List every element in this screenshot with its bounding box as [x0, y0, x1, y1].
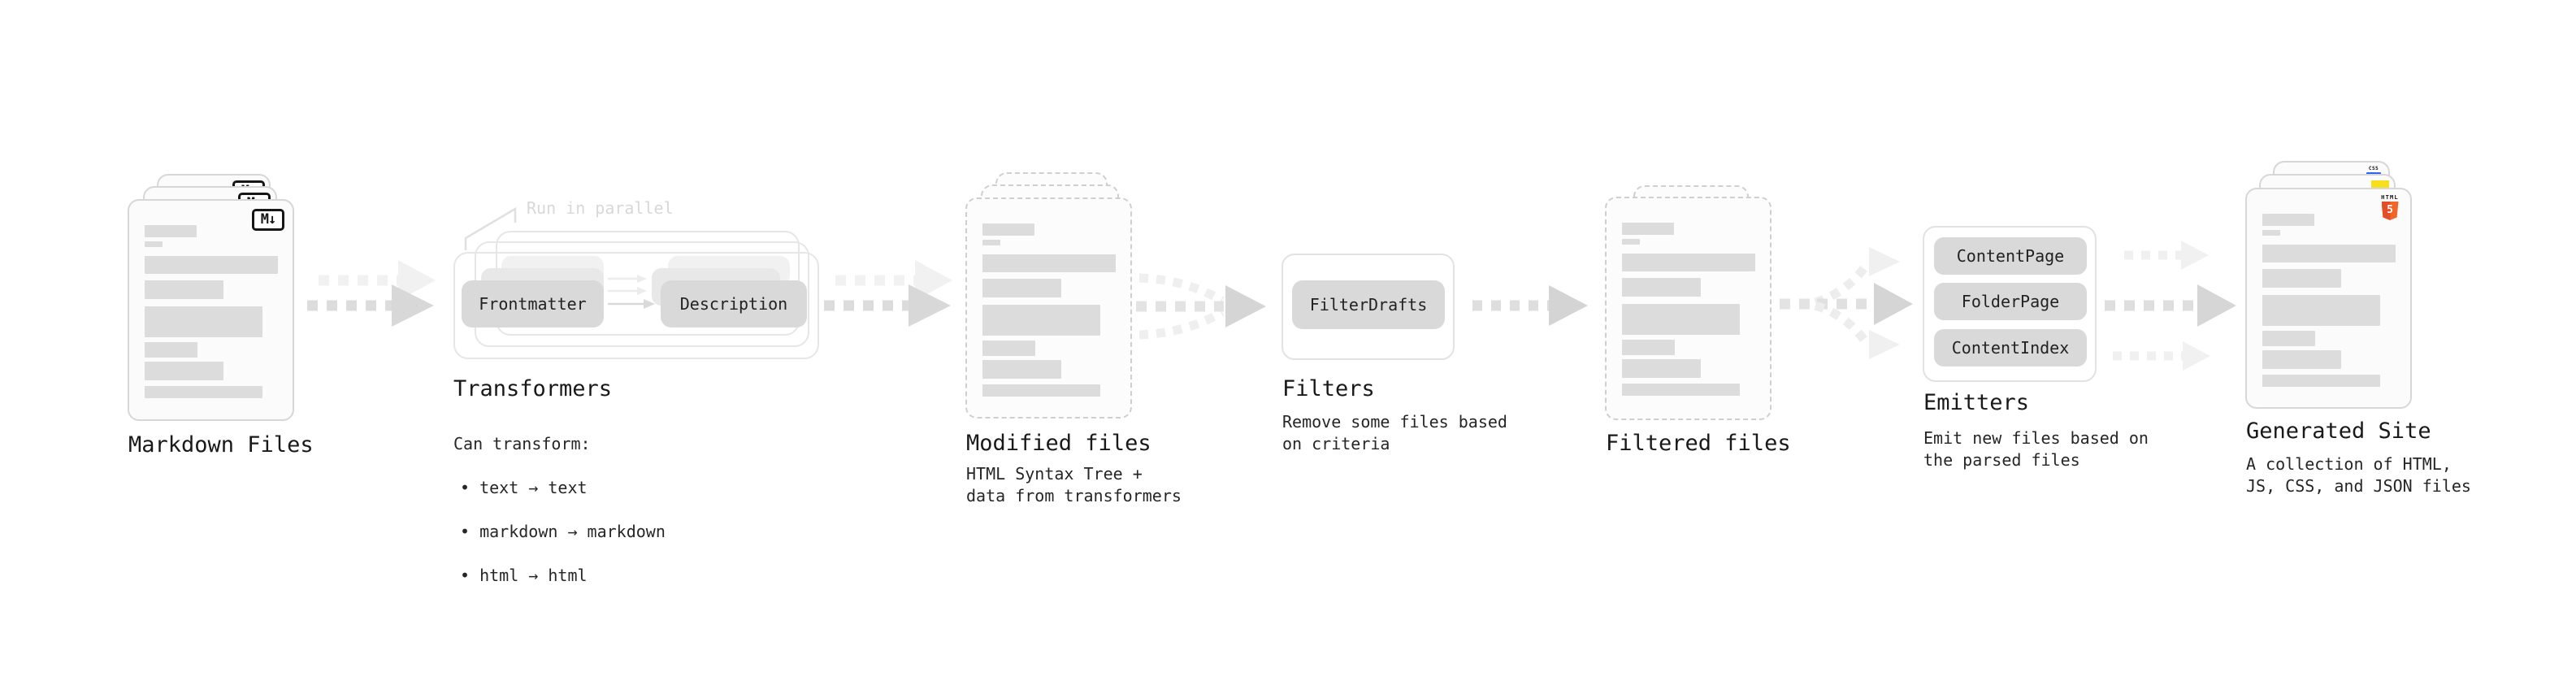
flow-arrow-modified-to-filters-converge	[1136, 273, 1266, 340]
markdown-files-label: Markdown Files	[128, 432, 314, 458]
text-line-bar	[145, 306, 262, 337]
text-line-bar	[2262, 350, 2341, 369]
transform-bullet: • text → text	[460, 478, 588, 497]
generated-file-card: HTML 5	[2245, 188, 2412, 409]
flow-arrow-transformers-to-modified	[824, 260, 952, 327]
text-line-bar	[145, 225, 197, 237]
arrow-light	[835, 260, 952, 301]
arrow-light	[319, 260, 436, 301]
chip-filterdrafts: FilterDrafts	[1292, 280, 1445, 329]
text-line-bar	[1622, 359, 1701, 378]
filters-description: Remove some files based on criteria	[1282, 412, 1507, 453]
flow-arrow-filters-to-filtered	[1472, 285, 1588, 326]
text-line-bar	[982, 340, 1035, 356]
text-line-bar	[1622, 223, 1674, 235]
generated-site-label: Generated Site	[2246, 419, 2431, 444]
text-line-bar	[1622, 384, 1740, 396]
css-icon-underline	[2366, 172, 2381, 175]
text-line-bar	[1622, 254, 1755, 271]
transformers-description: Can transform: • text → text • markdown …	[453, 411, 666, 609]
generated-site-description: A collection of HTML, JS, CSS, and JSON …	[2246, 454, 2471, 496]
css-icon-label: CSS	[2368, 166, 2379, 171]
text-line-bar	[2262, 269, 2341, 288]
filtered-file-card	[1605, 197, 1772, 420]
chip-frontmatter: Frontmatter	[462, 280, 604, 327]
text-line-bar	[982, 305, 1100, 336]
text-line-bar	[1622, 304, 1740, 335]
doc-text-bars	[145, 225, 278, 398]
arrow-dark	[824, 284, 951, 327]
doc-text-bars	[2262, 214, 2396, 387]
run-in-parallel-note: Run in parallel	[527, 198, 674, 218]
callout-line	[464, 206, 517, 250]
chip-description: Description	[661, 280, 807, 327]
text-line-bar	[2262, 331, 2315, 346]
html5-icon: HTML 5	[2379, 194, 2400, 220]
chip-contentindex: ContentIndex	[1934, 329, 2087, 367]
text-line-bar	[145, 362, 223, 380]
chip-folderpage: FolderPage	[1934, 283, 2087, 320]
flow-arrow-emitters-to-generated	[2105, 241, 2236, 371]
text-line-bar	[982, 223, 1034, 236]
css-icon: CSS	[2366, 167, 2381, 175]
arrow-dark	[307, 284, 434, 327]
text-line-bar	[2262, 214, 2314, 226]
modified-files-description: HTML Syntax Tree + data from transformer…	[966, 464, 1182, 505]
text-line-bar	[982, 254, 1116, 272]
html5-icon-shield: 5	[2381, 202, 2399, 220]
text-line-bar	[1622, 239, 1640, 245]
text-line-bar	[982, 384, 1100, 397]
text-line-bar	[1622, 340, 1675, 355]
markdown-icon: M↓	[252, 209, 284, 231]
filtered-files-label: Filtered files	[1606, 431, 1791, 456]
transform-bullet: • html → html	[460, 566, 588, 585]
text-line-bar	[145, 256, 278, 274]
transformers-heading: Transformers	[453, 376, 613, 401]
flow-arrow-markdown-to-transformers	[307, 260, 436, 327]
text-line-bar	[145, 342, 197, 358]
modified-files-label: Modified files	[966, 431, 1151, 456]
html5-icon-word: HTML	[2381, 194, 2399, 201]
text-line-bar	[2262, 295, 2380, 326]
emitters-description: Emit new files based on the parsed files	[1923, 428, 2149, 470]
parallel-arrows-icon	[608, 275, 655, 309]
text-line-bar	[2262, 375, 2380, 387]
can-transform-title: Can transform:	[453, 434, 591, 453]
text-line-bar	[982, 279, 1061, 297]
text-line-bar	[2262, 245, 2396, 262]
text-line-bar	[145, 280, 223, 299]
markdown-file-card: M↓	[128, 199, 294, 421]
filters-heading: Filters	[1282, 376, 1375, 401]
text-line-bar	[145, 386, 262, 398]
emitters-heading: Emitters	[1923, 390, 2030, 415]
text-line-bar	[2262, 230, 2280, 236]
transformer-run-outline-front	[453, 252, 819, 359]
doc-text-bars	[982, 223, 1116, 397]
flow-arrow-filtered-to-emitters-diverge	[1780, 247, 1913, 359]
text-line-bar	[145, 241, 163, 247]
text-line-bar	[1622, 278, 1701, 297]
transform-bullet: • markdown → markdown	[460, 522, 666, 541]
doc-text-bars	[1622, 223, 1755, 396]
modified-file-card	[965, 197, 1132, 419]
text-line-bar	[982, 360, 1061, 379]
text-line-bar	[982, 240, 1000, 245]
chip-contentpage: ContentPage	[1934, 237, 2087, 275]
